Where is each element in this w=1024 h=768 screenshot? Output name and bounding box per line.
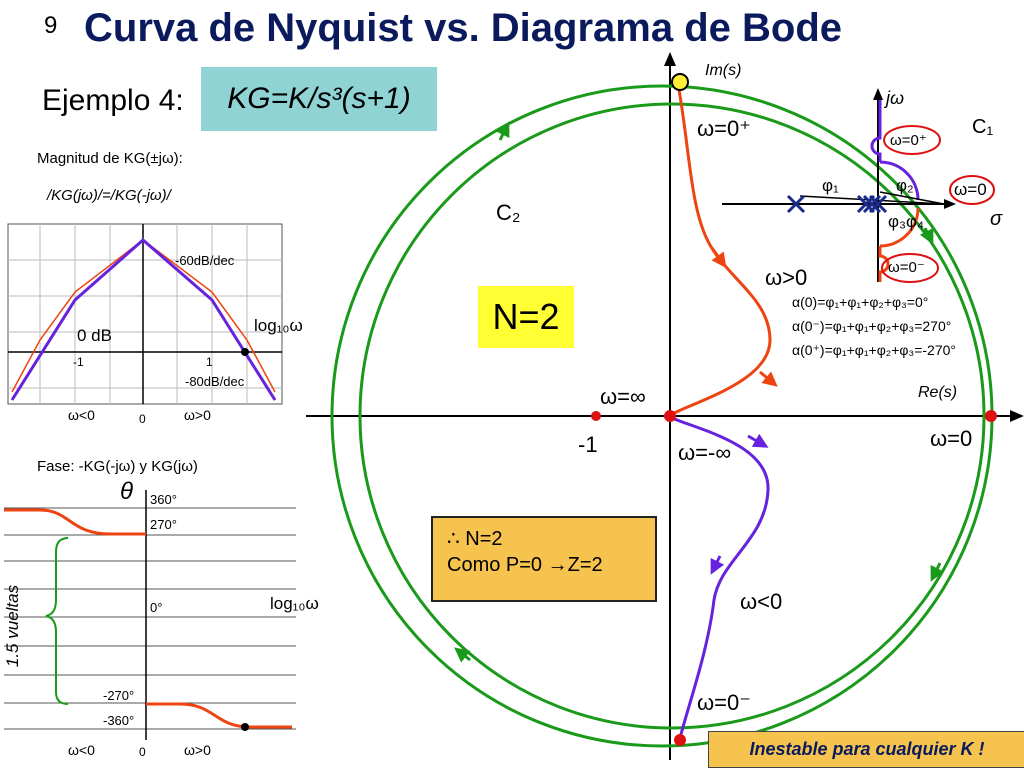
phase-heading: Fase: -KG(-jω) y KG(jω) xyxy=(37,458,198,475)
phase-label-neg360: -360° xyxy=(103,713,135,728)
phase-w-zero: 0 xyxy=(139,745,146,759)
s-w0minus-label: ω=0⁻ xyxy=(888,259,925,276)
turns-label: 1.5 vueltas xyxy=(3,584,23,668)
jw-label: jω xyxy=(886,88,905,108)
theta-label: θ xyxy=(120,478,134,505)
phase-label-270: 270° xyxy=(150,517,177,532)
transfer-function-box: KG=K/s³(s+1) xyxy=(201,67,437,131)
phase-label-neg270: -270° xyxy=(103,688,135,703)
tick-pos-one: 1 xyxy=(206,355,213,369)
nyquist-points xyxy=(591,73,997,746)
magnitude-w-pos: ω>0 xyxy=(184,407,211,423)
tick-neg-one: -1 xyxy=(73,355,84,369)
c2-label: C₂ xyxy=(496,200,521,225)
conclusion-line-1: ∴ N=2 xyxy=(447,528,503,550)
magnitude-equality: /KG(jω)/=/KG(-jω)/ xyxy=(47,187,171,204)
wneg-label: ω<0 xyxy=(740,589,783,614)
phase-w-pos: ω>0 xyxy=(184,742,211,758)
zero-db-label: 0 dB xyxy=(77,326,112,345)
w0minus-label: ω=0⁻ xyxy=(697,690,751,715)
phase-axis-label: log₁₀ω xyxy=(270,594,319,613)
example-label: Ejemplo 4: xyxy=(42,84,184,117)
magnitude-w-zero: 0 xyxy=(139,412,146,426)
im-axis-label: Im(s) xyxy=(705,62,742,79)
slope-label-60: -60dB/dec xyxy=(175,253,235,268)
encirclement-box: N=2 xyxy=(478,286,574,348)
phase-label-360: 360° xyxy=(150,492,177,507)
phi1-label: φ₁ xyxy=(822,176,839,195)
conclusion-box: ∴ N=2 Como P=0 →Z=2 xyxy=(431,516,657,602)
phi2-label: φ₂ xyxy=(896,176,914,195)
footer-note: Inestable para cualquier K ! xyxy=(708,731,1024,768)
slide-number: 9 xyxy=(44,12,58,39)
minus-one-label: -1 xyxy=(578,432,598,457)
slope-label-80: -80dB/dec xyxy=(185,374,245,389)
wneginf-label: ω=-∞ xyxy=(678,440,732,465)
phase-plot xyxy=(4,490,296,740)
phase-w-neg: ω<0 xyxy=(68,742,95,758)
re-axis-label: Re(s) xyxy=(918,384,958,401)
winf-label: ω=∞ xyxy=(600,384,646,409)
c1-label: C₁ xyxy=(972,116,994,138)
s-w0-label: ω=0 xyxy=(954,180,987,199)
wpos-label: ω>0 xyxy=(765,265,808,290)
magnitude-heading: Magnitud de KG(±jω): xyxy=(37,150,183,167)
magnitude-plot xyxy=(7,223,283,405)
phase-label-0: 0° xyxy=(150,600,163,615)
sigma-label: σ xyxy=(990,208,1003,230)
w0-label: ω=0 xyxy=(930,426,973,451)
alpha-eq-0plus: α(0⁺)=φ₁+φ₁+φ₂+φ₃=-270° xyxy=(792,342,956,358)
conclusion-line-2: Como P=0 →Z=2 xyxy=(447,554,603,576)
phi34-label: φ₃φ₄ xyxy=(888,212,924,231)
w0plus-label: ω=0⁺ xyxy=(697,116,751,141)
s-w0plus-label: ω=0⁺ xyxy=(890,132,927,149)
nyquist-curve-positive xyxy=(671,83,778,416)
alpha-eq-0: α(0)=φ₁+φ₁+φ₂+φ₃=0° xyxy=(792,294,929,310)
nyquist-curve-negative xyxy=(671,416,770,739)
nyquist-axes xyxy=(306,52,1024,760)
magnitude-w-neg: ω<0 xyxy=(68,407,95,423)
s-plane-inset xyxy=(722,88,995,283)
page-title: Curva de Nyquist vs. Diagrama de Bode xyxy=(84,6,843,50)
magnitude-axis-label: log₁₀ω xyxy=(254,316,303,335)
alpha-eq-0minus: α(0⁻)=φ₁+φ₁+φ₂+φ₃=270° xyxy=(792,318,952,334)
